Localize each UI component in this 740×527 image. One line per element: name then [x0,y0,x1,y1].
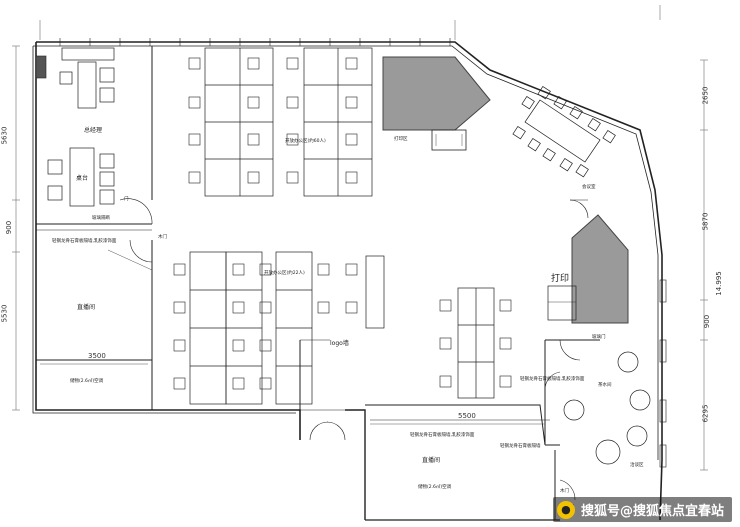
dim-right-1: 2650 [701,86,710,105]
label-desk: 桌台 [76,175,89,182]
lower-chairs [173,263,512,390]
label-lounge: 洽谈区 [630,463,644,468]
label-partition-note-4: 轻钢龙骨石膏板隔墙 [500,444,541,449]
label-small-note-1: 玻璃隔断 [92,216,110,221]
dim-right-5: 6295 [701,404,710,423]
lounge-round-tables [547,285,651,465]
wall-ticks [59,38,451,46]
copy-room-box [431,129,467,151]
core-block-upper [382,56,491,131]
label-reception-right: 直播间 [422,457,441,464]
label-small-note-3: 玻璃门 [592,335,606,340]
dim-right-4: 900 [703,314,712,329]
upper-chairs [188,57,358,184]
manager-office-furniture [47,47,115,207]
dim-horiz-right: 5500 [458,412,476,420]
meeting-table [512,85,616,178]
label-copy-area: 打印区 [394,137,408,142]
dim-left-top: 5630 [0,126,9,145]
label-staff-upper: 开放办公区(约60人) [285,139,326,144]
label-storage-left: 储物(2.6㎡)空调 [70,379,104,384]
core-block-right [571,214,629,324]
label-staff-lower: 开放办公区(约22人) [264,271,305,276]
watermark: ● 搜狐号@搜狐焦点宜春站 [552,497,732,522]
dim-horiz-left: 3500 [88,352,106,360]
label-small-note-2: 木门 [158,235,167,240]
label-storage-right: 储物(2.6㎡)空调 [418,485,452,490]
label-partition-note-3: 轻钢龙骨石膏板隔墙,乳胶漆饰面 [410,433,475,438]
lower-desk-cluster [189,251,495,405]
window-markers [35,55,667,468]
label-pantry: 茶水间 [598,383,612,388]
label-small-note-4: 木门 [560,489,569,494]
label-manager-office: 总经理 [84,127,103,134]
label-meeting-room: 会议室 [582,185,596,190]
upper-desk-cluster-1 [204,47,373,197]
label-lobby: logo墙 [330,340,349,347]
dim-left-bottom: 5530 [0,304,9,323]
dimension-lines [12,5,708,471]
watermark-text: 搜狐号@搜狐焦点宜春站 [580,504,724,519]
outer-walls [32,41,663,521]
sohu-logo-icon: ● [556,500,575,519]
label-reception-left: 直播间 [77,304,96,311]
dim-right-3: 14.995 [714,271,723,296]
label-door-1: 门 [124,197,129,202]
label-print-big: 打印 [551,274,570,284]
label-partition-note-1: 轻钢龙骨石膏板隔墙,乳胶漆饰面 [52,239,117,244]
partitions [36,46,600,520]
dim-left-mid: 900 [5,220,14,235]
dim-right-2: 5870 [701,212,710,231]
label-partition-note-2: 轻钢龙骨石膏板隔墙,乳胶漆饰面 [520,377,585,382]
